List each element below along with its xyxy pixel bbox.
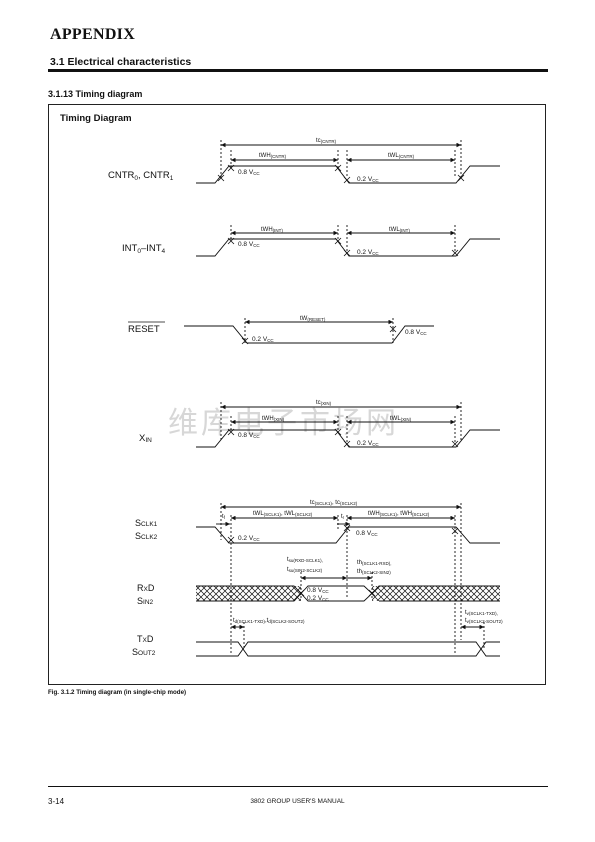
subsection-heading: 3.1.13 Timing diagram xyxy=(48,89,143,99)
xin-twl-label: tWL(XIN) xyxy=(390,416,412,422)
cntr-twh-label: tWH(CNTR) xyxy=(259,153,287,159)
cntr-vlow-label: 0.2 VCC xyxy=(357,176,379,183)
sclk2-label: SCLK2 xyxy=(135,531,158,541)
section-heading: 3.1 Electrical characteristics xyxy=(50,56,192,68)
reset-vhigh-label: 0.8 VCC xyxy=(405,329,427,336)
txd-td-label: td(SCLK1-TXD),td(SCLK2-SOUT2) xyxy=(233,618,305,624)
xin-waveform xyxy=(196,429,500,448)
int-twh-label: tWH(INT) xyxy=(261,227,283,233)
sout2-label: SOUT2 xyxy=(132,647,156,657)
xin-vhigh-label: 0.8 VCC xyxy=(238,432,260,439)
sclk-vlow-label: 0.2 VCC xyxy=(238,535,260,542)
sclk-tc-label: tc(SCLK1), tc(SCLK2) xyxy=(310,500,358,506)
xin-vlow-label: 0.2 VCC xyxy=(357,440,379,447)
int-vhigh-label: 0.8 VCC xyxy=(238,241,260,248)
manual-title: 3802 GROUP USER'S MANUAL xyxy=(250,798,345,805)
reset-vlow-label: 0.2 VCC xyxy=(252,336,274,343)
sclk-tf-label: tf xyxy=(222,514,226,520)
xin-twh-label: tWH(XIN) xyxy=(262,416,285,422)
xin-label: XIN xyxy=(139,433,152,444)
sclk-twl-label: tWL(SCLK1), tWL(SCLK2) xyxy=(253,511,313,517)
reset-label: RESET xyxy=(128,324,160,335)
rxd-hatch-right xyxy=(372,586,500,601)
appendix-heading: APPENDIX xyxy=(50,26,136,43)
page-number: 3-14 xyxy=(48,797,65,806)
int-twl-label: tWL(INT) xyxy=(389,227,410,233)
rxd-th2-label: th(SCLK2-SIN2) xyxy=(357,569,391,575)
cntr-vhigh-label: 0.8 VCC xyxy=(238,169,260,176)
reset-tw-label: tW(RESET) xyxy=(300,316,326,322)
rxd-vhigh-label: 0.8 VCC xyxy=(307,587,329,594)
footer-rule xyxy=(48,786,548,787)
figure-caption: Fig. 3.1.2 Timing diagram (in single-chi… xyxy=(48,689,187,696)
reset-waveform xyxy=(184,325,434,344)
cntr-tc-label: tc(CNTR) xyxy=(316,138,337,144)
sclk-twh-label: tWH(SCLK1), tWH(SCLK2) xyxy=(368,511,430,517)
rxd-tsu1-label: tsu(RXD-SCLK1), xyxy=(287,557,323,563)
sclk-waveform xyxy=(196,526,500,544)
cntr-waveform xyxy=(196,165,500,184)
txd-waveform xyxy=(196,641,500,657)
rxd-label: RXD xyxy=(137,583,155,593)
cntr-label: CNTR0, CNTR1 xyxy=(108,170,174,182)
rxd-th1-label: th(SCLK1-RXD), xyxy=(357,560,392,566)
section-rule xyxy=(48,69,548,72)
txd-tv2-label: tv(SCLK2-SOUT2) xyxy=(465,618,503,624)
diagram-frame-title: Timing Diagram xyxy=(60,113,132,124)
txd-label: TXD xyxy=(137,634,154,644)
diagram-frame xyxy=(48,104,546,685)
rxd-vlow-label: 0.2 VCC xyxy=(307,595,329,602)
cntr-twl-label: tWL(CNTR) xyxy=(388,153,415,159)
xin-tc-label: tc(XIN) xyxy=(316,400,332,406)
rxd-tsu2-label: tsu(SIN2-SCLK2) xyxy=(287,567,323,573)
int-waveform xyxy=(196,238,500,257)
int-vlow-label: 0.2 VCC xyxy=(357,249,379,256)
sclk-vhigh-label: 0.8 VCC xyxy=(356,530,378,537)
sin2-label: SIN2 xyxy=(137,596,154,606)
sclk1-label: SCLK1 xyxy=(135,518,158,528)
int-label: INT0–INT4 xyxy=(122,243,166,255)
rxd-hatch-left xyxy=(196,586,301,601)
sclk-tr-label: tr xyxy=(341,514,345,520)
txd-tv1-label: tv(SCLK1-TXD), xyxy=(465,610,498,616)
